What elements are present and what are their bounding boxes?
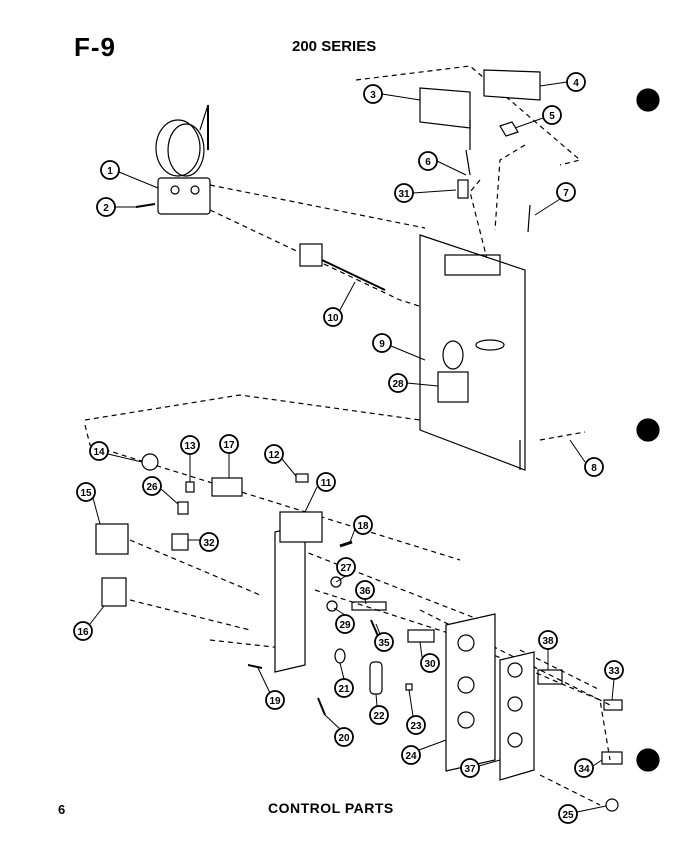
callout-34: 34	[574, 758, 594, 778]
svg-text:28: 28	[392, 379, 404, 390]
probe-part	[299, 243, 386, 291]
callout-11: 11	[316, 472, 336, 492]
svg-text:7: 7	[563, 188, 569, 199]
svg-text:14: 14	[93, 447, 105, 458]
svg-text:17: 17	[223, 440, 235, 451]
svg-text:15: 15	[80, 488, 92, 499]
callout-16: 16	[73, 621, 93, 641]
callout-1: 1	[100, 160, 120, 180]
svg-text:4: 4	[573, 78, 579, 89]
svg-text:27: 27	[340, 563, 352, 574]
svg-text:11: 11	[321, 478, 332, 489]
svg-text:6: 6	[425, 157, 431, 168]
callout-30: 30	[420, 653, 440, 673]
upper-assembly-guides	[209, 65, 586, 441]
callout-13: 13	[180, 435, 200, 455]
diagram-caption: CONTROL PARTS	[268, 800, 394, 816]
callout-33: 33	[604, 660, 624, 680]
thermostat-part	[135, 104, 211, 215]
svg-text:26: 26	[146, 482, 158, 493]
callout-15: 15	[76, 482, 96, 502]
svg-text:12: 12	[268, 450, 280, 461]
svg-text:22: 22	[373, 711, 385, 722]
callout-14: 14	[89, 441, 109, 461]
svg-text:31: 31	[398, 189, 410, 200]
callout-12: 12	[264, 444, 284, 464]
callout-4: 4	[566, 72, 586, 92]
svg-text:5: 5	[549, 111, 555, 122]
lower-chassis	[274, 511, 323, 673]
svg-text:24: 24	[405, 751, 417, 762]
callout-37: 37	[460, 758, 480, 778]
svg-text:18: 18	[357, 521, 369, 532]
figure-id: F-9	[74, 32, 116, 62]
callout-35: 35	[374, 632, 394, 652]
callout-21: 21	[334, 678, 354, 698]
callout-6: 6	[418, 151, 438, 171]
svg-text:19: 19	[269, 696, 281, 707]
svg-text:38: 38	[542, 636, 554, 647]
binder-hole-middle	[636, 418, 660, 442]
solenoid-part	[437, 340, 469, 403]
callout-29: 29	[335, 614, 355, 634]
callout-26: 26	[142, 476, 162, 496]
binder-hole-top	[636, 88, 660, 112]
svg-text:36: 36	[359, 586, 371, 597]
svg-text:33: 33	[608, 666, 620, 677]
svg-text:25: 25	[562, 810, 574, 821]
svg-text:10: 10	[327, 313, 339, 324]
lower-assembly-guides	[84, 394, 611, 806]
svg-text:23: 23	[410, 721, 422, 732]
svg-text:20: 20	[338, 733, 350, 744]
svg-text:32: 32	[203, 538, 215, 549]
callout-22: 22	[369, 705, 389, 725]
callout-5: 5	[542, 105, 562, 125]
callout-9: 9	[372, 333, 392, 353]
callout-20: 20	[334, 727, 354, 747]
svg-text:9: 9	[379, 339, 385, 350]
binder-hole-bottom	[636, 748, 660, 772]
callout-10: 10	[323, 307, 343, 327]
svg-text:13: 13	[184, 441, 196, 452]
svg-text:21: 21	[338, 684, 350, 695]
svg-text:2: 2	[103, 203, 109, 214]
callout-23: 23	[406, 715, 426, 735]
upper-panels	[419, 69, 541, 233]
callout-18: 18	[353, 515, 373, 535]
svg-text:35: 35	[378, 638, 390, 649]
lower-components	[95, 453, 435, 716]
callout-8: 8	[584, 457, 604, 477]
svg-text:16: 16	[77, 627, 89, 638]
callout-28: 28	[388, 373, 408, 393]
leader-lines	[89, 81, 615, 813]
svg-text:37: 37	[464, 764, 476, 775]
callout-2: 2	[96, 197, 116, 217]
series-label: 200 SERIES	[292, 38, 377, 55]
svg-text:30: 30	[424, 659, 436, 670]
svg-text:1: 1	[107, 166, 113, 177]
svg-text:29: 29	[339, 620, 351, 631]
callout-27: 27	[336, 557, 356, 577]
main-control-bracket	[419, 234, 526, 471]
svg-text:34: 34	[578, 764, 590, 775]
callout-31: 31	[394, 183, 414, 203]
callout-25: 25	[558, 804, 578, 824]
callout-24: 24	[401, 745, 421, 765]
svg-text:3: 3	[370, 90, 376, 101]
page-number: 6	[58, 802, 66, 817]
callout-32: 32	[199, 532, 219, 552]
callout-17: 17	[219, 434, 239, 454]
control-faceplates	[445, 613, 623, 812]
callout-7: 7	[556, 182, 576, 202]
callout-38: 38	[538, 630, 558, 650]
callout-36: 36	[355, 580, 375, 600]
callout-19: 19	[265, 690, 285, 710]
svg-text:8: 8	[591, 463, 597, 474]
callout-3: 3	[363, 84, 383, 104]
